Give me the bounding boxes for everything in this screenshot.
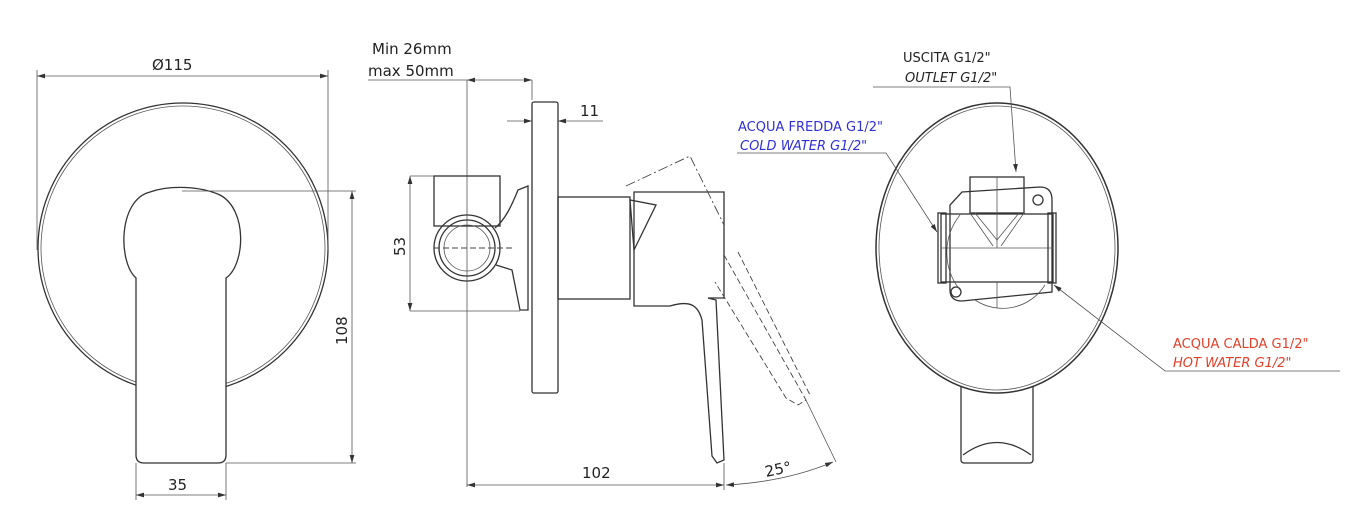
hot-label-en: HOT WATER G1/2" (1173, 356, 1292, 371)
lever-angle-label: 25° (763, 458, 793, 481)
back-view: USCITA G1/2" OUTLET G1/2" ACQUA FREDDA G… (737, 51, 1340, 464)
outlet-label-en: OUTLET G1/2" (905, 71, 997, 86)
cold-label-it: ACQUA FREDDA G1/2" (738, 120, 883, 135)
cold-inlet (937, 212, 947, 284)
body-height-label: 53 (391, 237, 409, 256)
side-view: Min 26mm max 50mm 11 53 102 25° (368, 40, 837, 490)
cover-plate-side (531, 101, 559, 394)
wall-min-label: Min 26mm (372, 40, 452, 58)
front-view: Ø115 108 35 (36, 56, 356, 500)
diameter-label: Ø115 (152, 56, 192, 74)
lever-angle-dimension (725, 461, 834, 487)
wall-max-label: max 50mm (368, 62, 454, 80)
handle-front (123, 186, 242, 464)
cold-leader (737, 152, 938, 233)
outlet-label-it: USCITA G1/2" (903, 51, 991, 66)
valve-body (557, 196, 631, 300)
projection-label: 102 (582, 464, 611, 482)
hot-label-it: ACQUA CALDA G1/2" (1173, 337, 1309, 352)
hot-leader (1053, 284, 1340, 372)
lever-side (633, 191, 725, 464)
height-label: 108 (333, 316, 351, 345)
handle-width-label: 35 (168, 476, 187, 494)
cold-label-en: COLD WATER G1/2" (740, 139, 867, 154)
hot-inlet (1047, 212, 1057, 284)
outlet-leader (873, 86, 1018, 173)
plate-thickness-label: 11 (580, 102, 599, 120)
